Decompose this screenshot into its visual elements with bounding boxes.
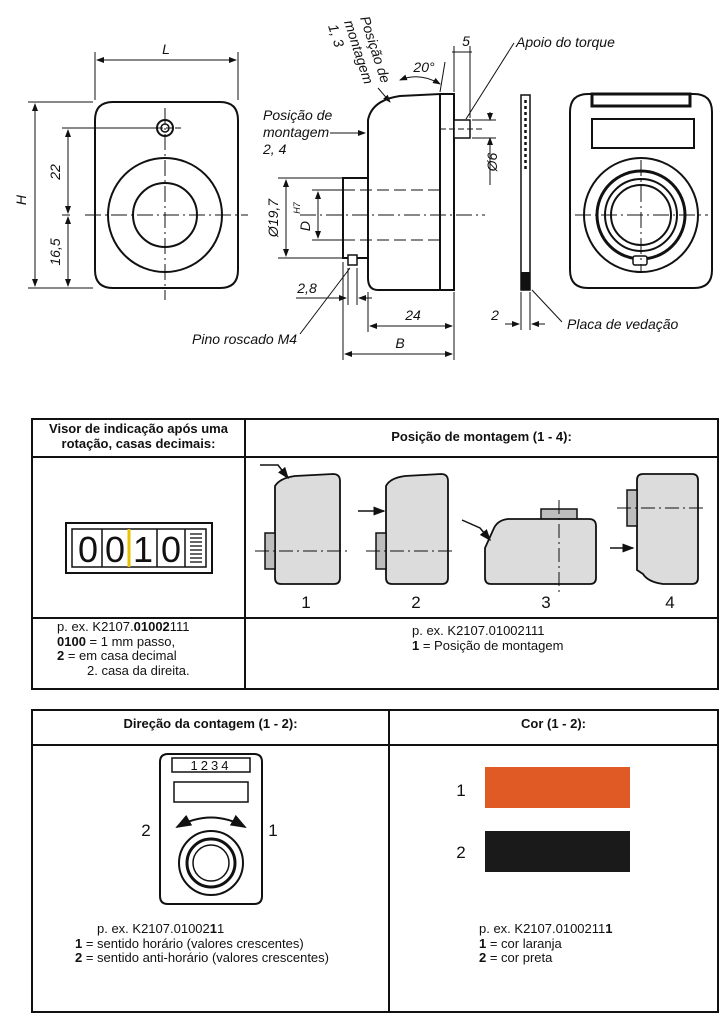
table1-hline-footer (31, 617, 719, 619)
table1-footer-right: p. ex. K2107.01002111 1 = Posição de mon… (412, 623, 564, 653)
dim-24: 24 (404, 307, 421, 323)
label-pos24-line2: montagem (263, 124, 329, 140)
table1-header-right: Posição de montagem (1 - 4): (391, 429, 572, 444)
dim-d6: Ø6 (484, 152, 500, 172)
table1-vline (244, 418, 246, 690)
table1-hline-header (31, 456, 719, 458)
table1-header-left: Visor de indicação após uma rotação, cas… (49, 421, 228, 451)
table2-vline (388, 709, 390, 1013)
dim-2: 2 (490, 307, 499, 323)
table2-header-right: Cor (1 - 2): (521, 716, 586, 731)
dim-H7: H7 (292, 201, 302, 213)
dim-H: H (13, 194, 29, 205)
dim-B: B (395, 335, 404, 351)
label-pino: Pino roscado M4 (192, 331, 297, 347)
label-pos24-line1: Posição de (263, 107, 332, 123)
table2-footer-right: p. ex. K2107.01002111 1 = cor laranja 2 … (479, 921, 613, 965)
dim-16-5: 16,5 (47, 238, 63, 265)
table2-footer-left: p. ex. K2107.0100211 1 = sentido horário… (75, 921, 329, 965)
table2-hline-header (31, 744, 719, 746)
dim-22: 22 (47, 164, 63, 181)
table2-header-left: Direção da contagem (1 - 2): (123, 716, 298, 731)
label-pos24-line3: 2, 4 (262, 141, 287, 157)
dim-D: D (297, 221, 313, 231)
sealing-plate: 2 Placa de vedação (490, 94, 679, 332)
dim-angle: 20° (412, 59, 435, 75)
mounting-table (31, 418, 719, 690)
dim-2-8: 2,8 (296, 280, 317, 296)
rear-view (569, 92, 713, 289)
label-pos13-line3: 1, 3 (325, 22, 347, 49)
label-placa: Placa de vedação (567, 316, 679, 332)
table1-footer-left: p. ex. K2107.01002111 0100 = 1 mm passo,… (57, 619, 190, 678)
front-view: L H 22 16,5 (13, 41, 248, 300)
side-view: Ø19,7 D H7 2,8 24 B 5 Ø6 (192, 14, 615, 360)
dim-d19: Ø19,7 (265, 198, 281, 238)
dim-5: 5 (462, 33, 470, 49)
dim-L: L (162, 41, 170, 57)
technical-drawing: L H 22 16,5 Ø19,7 D H7 (13, 14, 713, 360)
label-apoio: Apoio do torque (515, 34, 615, 50)
direction-color-table (31, 709, 719, 1013)
